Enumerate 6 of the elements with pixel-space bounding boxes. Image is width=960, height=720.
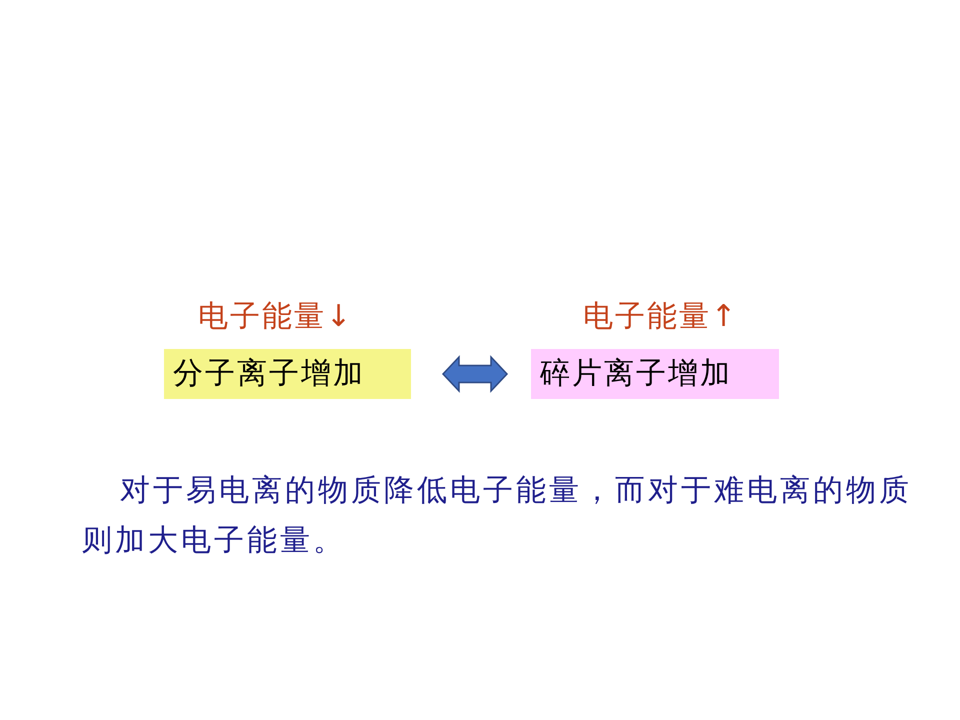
box-text: 分子离子增加 xyxy=(173,355,365,393)
double-arrow xyxy=(442,355,508,393)
body-text: 对于易电离的物质降低电子能量，而对于难电离的物质则加大电子能量。 xyxy=(82,472,913,560)
heading-text: 电子能量↓ xyxy=(198,298,354,336)
heading-text: 电子能量↑ xyxy=(583,298,738,336)
box-text: 碎片离子增加 xyxy=(540,355,732,393)
